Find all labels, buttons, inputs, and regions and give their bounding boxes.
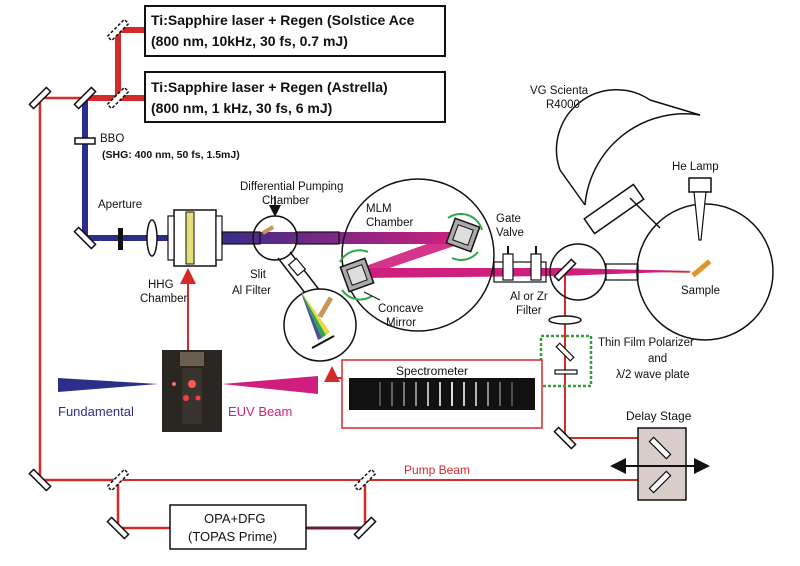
pump-beam-label: Pump Beam [404, 463, 470, 477]
alzr-label-1: Al or Zr [510, 291, 548, 303]
polarizer-label-2: and [648, 353, 667, 365]
flip-mirror-solstice [106, 18, 130, 42]
astrella-specs: (800 nm, 1 kHz, 30 fs, 6 mJ) [151, 100, 332, 116]
flip-mirror-7 [353, 468, 377, 492]
mirror-10 [553, 258, 577, 282]
sample-element [691, 259, 712, 278]
vg-scienta-analyzer [555, 89, 701, 235]
euv-beam-to-sample [560, 268, 695, 276]
spectrum-image [349, 378, 535, 410]
aperture [118, 228, 123, 250]
concave-label-2: Mirror [386, 317, 416, 329]
he-lamp-housing [688, 177, 712, 193]
thin-film-polarizer [555, 342, 575, 362]
mirror-4 [28, 468, 52, 492]
half-wave-plate [554, 369, 578, 375]
beam-tube-1 [221, 231, 261, 245]
concave-mirror [339, 249, 375, 301]
opa-label-2: (TOPAS Prime) [188, 529, 277, 544]
spectrometer-panel: Spectrometer [341, 359, 543, 429]
rotation-arrow-3 [339, 249, 369, 263]
harmonic-lines [379, 382, 513, 406]
focusing-lens [146, 219, 158, 257]
diff-label-1: Differential Pumping [240, 181, 343, 193]
solstice-specs: (800 nm, 10kHz, 30 fs, 0.7 mJ) [151, 33, 348, 49]
laser-astrella: Ti:Sapphire laser + Regen (Astrella) (80… [144, 71, 446, 123]
beam-tube-2 [296, 231, 340, 245]
mirror-6 [106, 516, 130, 540]
gate-label-2: Valve [496, 227, 524, 239]
flip-mirror-astrella [106, 86, 130, 110]
vg-label-2: R4000 [546, 99, 580, 111]
opa-label-1: OPA+DFG [204, 511, 266, 526]
rotation-arrow-1 [447, 212, 483, 231]
he-lamp-capillary [693, 191, 707, 241]
laser-solstice: Ti:Sapphire laser + Regen (Solstice Ace … [144, 5, 446, 57]
al-filter-label: Al Filter [232, 285, 271, 297]
spec-to-chamber-arrow [324, 366, 342, 382]
gate-valve [502, 253, 514, 281]
slit-label: Slit [250, 269, 267, 281]
he-lamp-label: He Lamp [672, 161, 719, 173]
beam-tube-4 [605, 263, 639, 281]
mlm-label-1: MLM [366, 203, 392, 215]
al-filter-element [287, 257, 307, 277]
fundamental-label: Fundamental [58, 404, 134, 419]
hhg-chamber [167, 209, 223, 267]
al-zr-filter [530, 253, 542, 281]
mlm-label-2: Chamber [366, 217, 413, 229]
aperture-label: Aperture [98, 199, 142, 211]
polarizer-label-1: Thin Film Polarizer [598, 337, 694, 349]
slit-element [261, 225, 275, 235]
rotation-arrow-4 [341, 289, 373, 301]
spec-beam-b [300, 290, 326, 338]
spectrometer-label: Spectrometer [396, 364, 468, 378]
astrella-title: Ti:Sapphire laser + Regen (Astrella) [151, 79, 388, 95]
mirror-8 [353, 516, 377, 540]
mlm-chamber [341, 178, 495, 332]
hhg-label-1: HHG [148, 279, 174, 291]
mirror-2 [28, 86, 52, 110]
concave-pointer [363, 291, 381, 301]
euv-beam-main [200, 232, 460, 244]
beam-tube-3 [493, 261, 547, 283]
sample-label: Sample [681, 285, 720, 297]
mirrors [28, 18, 577, 540]
delay-stage [610, 427, 710, 501]
spec-beam-c [300, 290, 330, 335]
bbo-crystal [74, 137, 96, 145]
vg-label-1: VG Scienta [530, 85, 589, 97]
bbo-label: BBO [100, 133, 124, 145]
hhg-photo [162, 350, 222, 432]
mirror-9 [553, 426, 577, 450]
alzr-label-2: Filter [516, 305, 542, 317]
polarizer-label-3: λ/2 wave plate [616, 369, 690, 381]
bbo-shg-specs: (SHG: 400 nm, 50 fs, 1.5mJ) [102, 149, 240, 161]
mirror-3 [73, 226, 97, 250]
mirror-1 [73, 86, 97, 110]
solstice-title: Ti:Sapphire laser + Regen (Solstice Ace [151, 12, 415, 28]
delay-stage-label: Delay Stage [626, 409, 692, 423]
concave-label-1: Concave [378, 303, 423, 315]
gate-label-1: Gate [496, 213, 521, 225]
euv-wedge [222, 376, 318, 394]
multilayer-mirror [445, 212, 483, 261]
euv-label: EUV Beam [228, 404, 292, 419]
hhg-label-2: Chamber [140, 293, 187, 305]
opa-box: OPA+DFG (TOPAS Prime) [169, 504, 307, 550]
grating [317, 296, 334, 319]
fundamental-wedge [58, 378, 158, 392]
euv-beam-fold [360, 232, 460, 278]
spec-beam-a [300, 290, 322, 340]
detector [311, 335, 335, 349]
rotation-arrow-2 [451, 251, 479, 261]
probe-lens [548, 315, 582, 325]
euv-beam-to-analyzer [360, 268, 560, 278]
flip-mirror-5 [106, 468, 130, 492]
diff-label-2: Chamber [262, 195, 309, 207]
